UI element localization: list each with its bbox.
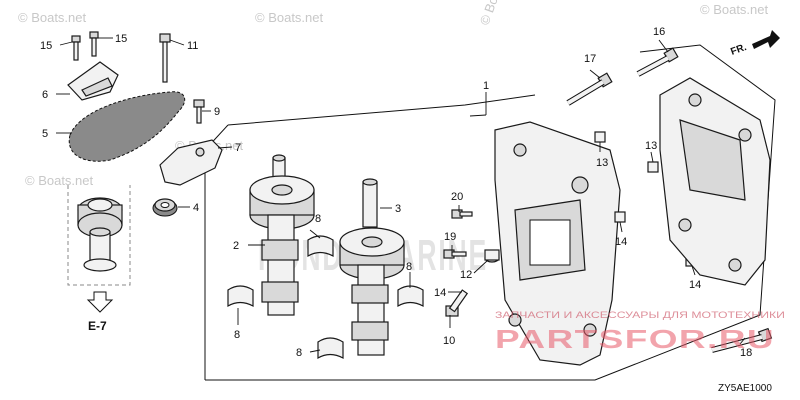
callout-4: 4 <box>193 202 199 214</box>
copyright-watermark-3: © Boats.net <box>700 2 769 17</box>
callout-14c: 14 <box>689 279 701 291</box>
bolt-19 <box>443 249 467 259</box>
callout-13a: 13 <box>596 157 608 169</box>
bolt-15a <box>71 35 81 61</box>
leader-lines <box>56 37 746 353</box>
timing-chain <box>68 91 186 162</box>
reference-gear <box>77 197 123 238</box>
bolt-16 <box>636 47 679 77</box>
parts-site-watermark: ЗАПЧАСТИ И АКСЕССУАРЫ ДЛЯ МОТОТЕХНИКИ PA… <box>495 310 785 354</box>
bearing-shell-d <box>317 337 344 360</box>
callout-15b: 15 <box>115 33 127 45</box>
callout-8d: 8 <box>296 347 302 359</box>
callout-15a: 15 <box>40 40 52 52</box>
diagram-reference-code: ZY5AE1000 <box>718 383 772 394</box>
bolt-10 <box>445 289 469 317</box>
callout-16: 16 <box>653 26 665 38</box>
copyright-watermark-2: © Boats.net <box>255 10 324 25</box>
bearing-shell-c <box>397 285 424 308</box>
callout-18: 18 <box>740 347 752 359</box>
bearing-shell-a <box>307 235 334 258</box>
copyright-watermark-1: © Boats.net <box>18 10 87 25</box>
parts-site-tagline: ЗАПЧАСТИ И АКСЕССУАРЫ ДЛЯ МОТОТЕХНИКИ <box>495 310 785 320</box>
section-reference-label: E-7 <box>88 319 107 333</box>
callout-13b: 13 <box>645 140 657 152</box>
chain-tensioner <box>159 139 223 186</box>
callout-2: 2 <box>233 240 239 252</box>
camshaft-3 <box>339 178 405 356</box>
callout-8b: 8 <box>234 329 240 341</box>
bolt-17 <box>566 72 613 106</box>
dowel-14a <box>614 211 626 223</box>
callout-11: 11 <box>187 40 198 52</box>
callout-6: 6 <box>42 89 48 101</box>
dowel-12 <box>484 249 500 263</box>
front-direction-indicator: FR. <box>729 30 780 58</box>
callout-14a: 14 <box>434 287 446 299</box>
callout-numbers: 1 2 3 4 5 6 7 8 8 8 8 9 10 11 12 13 13 1… <box>40 26 752 359</box>
timing-chain-group <box>67 31 223 217</box>
bolt-11 <box>159 33 171 83</box>
callout-12: 12 <box>460 269 472 281</box>
bolt-20 <box>451 209 473 219</box>
callout-10: 10 <box>443 335 455 347</box>
bolt-9 <box>193 99 205 124</box>
front-arrow-icon <box>752 30 780 49</box>
copyright-watermark-6: © Boats.net <box>25 173 94 188</box>
crank-sprocket <box>152 198 178 217</box>
copyright-watermark-4: © Boats.net <box>477 0 515 27</box>
chain-guide-shoe <box>81 77 113 97</box>
callout-8a: 8 <box>315 213 321 225</box>
bolt-18 <box>711 327 773 353</box>
callout-9: 9 <box>214 106 220 118</box>
callout-3: 3 <box>395 203 401 215</box>
reference-shaft-end <box>83 227 117 272</box>
dowel-13b <box>647 161 659 173</box>
camshaft-holder <box>494 121 621 366</box>
camshaft-2 <box>249 154 315 316</box>
reference-arrow-icon <box>86 291 114 313</box>
callout-8c: 8 <box>406 261 412 273</box>
callout-1: 1 <box>483 80 489 92</box>
callout-7: 7 <box>235 142 241 154</box>
cylinder-head-cover <box>659 77 771 286</box>
parts-site-logo: PARTSFOR.RU <box>495 324 775 354</box>
callout-5: 5 <box>42 128 48 140</box>
callout-20: 20 <box>451 191 463 203</box>
crankshaft-reference-box: E-7 <box>67 185 131 333</box>
chain-guide-part <box>67 61 119 101</box>
callout-19: 19 <box>444 231 456 243</box>
callout-14b: 14 <box>615 236 627 248</box>
bolt-15b <box>89 31 99 57</box>
bearing-shell-b <box>227 285 254 308</box>
callout-17: 17 <box>584 53 596 65</box>
front-direction-label: FR. <box>729 42 748 58</box>
dowel-13a <box>594 131 606 143</box>
